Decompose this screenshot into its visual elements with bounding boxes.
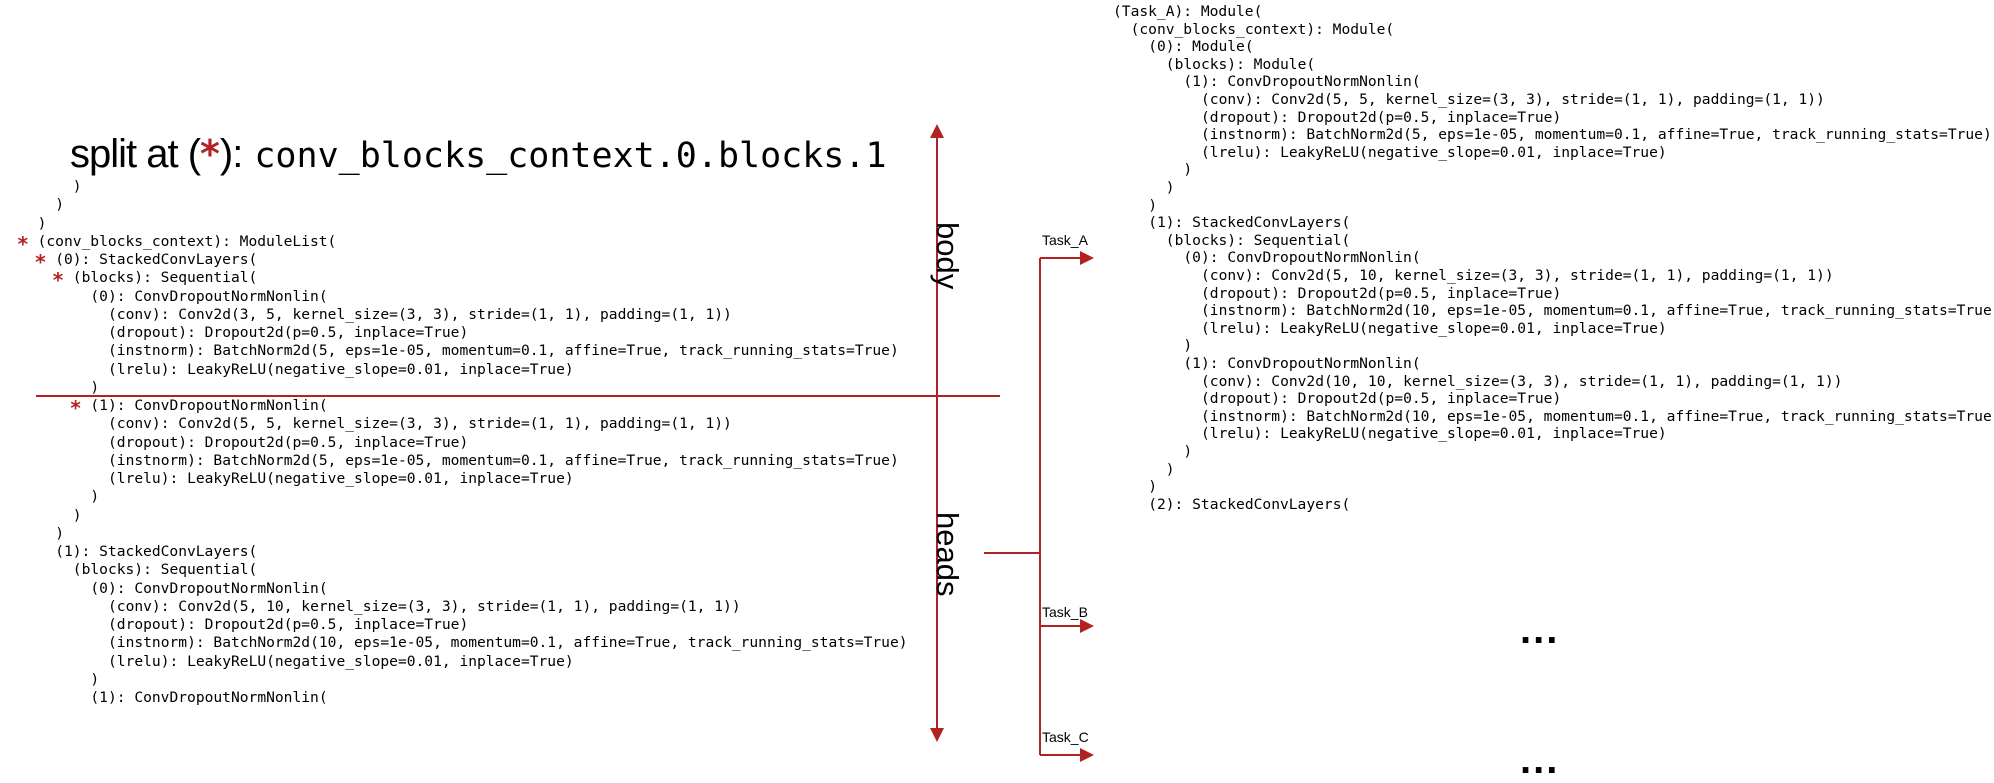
- code-line: (lrelu): LeakyReLU(negative_slope=0.01, …: [108, 470, 574, 487]
- code-line: (conv_blocks_context): Module(: [1130, 20, 1395, 38]
- split-marker-star: *: [52, 268, 64, 293]
- code-line: ): [90, 670, 100, 688]
- code-line: (0): ConvDropoutNormNonlin(: [90, 287, 328, 305]
- code-line: ): [1183, 337, 1193, 355]
- code-line: (blocks): Sequential(: [72, 561, 258, 579]
- task-c-label: Task_C: [1042, 729, 1089, 745]
- code-line: (0): Module(: [1148, 38, 1254, 56]
- split-marker-star: *: [35, 250, 46, 274]
- code-line: (1): StackedConvLayers(: [1148, 214, 1351, 232]
- code-line: ): [1183, 443, 1193, 460]
- code-line: ): [72, 178, 82, 195]
- code-line: (0): ConvDropoutNormNonlin(: [1183, 249, 1421, 267]
- code-line: (instnorm): BatchNorm2d(5, eps=1e-05, mo…: [1201, 126, 1992, 144]
- split-marker-star: *: [70, 396, 81, 420]
- code-line: ): [55, 524, 64, 542]
- code-line: ): [72, 506, 82, 524]
- code-line: (1): ConvDropoutNormNonlin(: [90, 397, 328, 414]
- code-line: (instnorm): BatchNorm2d(5, eps=1e-05, mo…: [108, 451, 899, 469]
- code-line: (1): ConvDropoutNormNonlin(: [1183, 73, 1421, 91]
- task-b-label: Task_B: [1042, 604, 1088, 620]
- code-line: (dropout): Dropout2d(p=0.5, inplace=True…: [1201, 284, 1562, 302]
- code-line: (2): StackedConvLayers(: [1148, 495, 1351, 513]
- code-line: (Task_A): Module(: [1113, 3, 1263, 20]
- code-line: (1): ConvDropoutNormNonlin(: [1183, 355, 1421, 372]
- code-line: (conv): Conv2d(5, 5, kernel_size=(3, 3),…: [108, 415, 732, 433]
- code-line: (conv): Conv2d(5, 10, kernel_size=(3, 3)…: [108, 597, 741, 615]
- split-title-prefix: split at (: [70, 132, 201, 176]
- body-label: body: [930, 222, 965, 290]
- code-line: (dropout): Dropout2d(p=0.5, inplace=True…: [108, 616, 469, 633]
- code-line: (lrelu): LeakyReLU(negative_slope=0.01, …: [1201, 319, 1667, 337]
- code-line: (1): ConvDropoutNormNonlin(: [90, 689, 328, 706]
- code-line: ): [1148, 196, 1157, 214]
- code-line: (conv): Conv2d(5, 5, kernel_size=(3, 3),…: [1201, 91, 1825, 108]
- code-line: ): [37, 214, 47, 232]
- split-title: split at (*): conv_blocks_context.0.block…: [70, 132, 887, 182]
- split-marker-star: *: [17, 231, 29, 256]
- code-line: (instnorm): BatchNorm2d(10, eps=1e-05, m…: [1201, 302, 1994, 320]
- code-line: (blocks): Module(: [1165, 55, 1316, 73]
- code-line: (dropout): Dropout2d(p=0.5, inplace=True…: [1201, 108, 1562, 126]
- code-line: (conv): Conv2d(10, 10, kernel_size=(3, 3…: [1201, 372, 1843, 390]
- task-c-ellipsis: ...: [1520, 738, 1560, 782]
- task-a-label: Task_A: [1042, 232, 1088, 248]
- code-line: ): [1183, 161, 1193, 179]
- code-line: (lrelu): LeakyReLU(negative_slope=0.01, …: [108, 360, 574, 378]
- code-line: (lrelu): LeakyReLU(negative_slope=0.01, …: [108, 652, 574, 670]
- code-line: ): [90, 488, 100, 506]
- code-line: (0): StackedConvLayers(: [55, 251, 258, 268]
- code-line: (instnorm): BatchNorm2d(10, eps=1e-05, m…: [1201, 407, 1994, 425]
- code-line: (0): ConvDropoutNormNonlin(: [90, 579, 328, 597]
- code-line: (1): StackedConvLayers(: [55, 543, 258, 560]
- code-line: (lrelu): LeakyReLU(negative_slope=0.01, …: [1201, 425, 1667, 443]
- code-line: (blocks): Sequential(: [72, 269, 258, 287]
- code-line: (conv): Conv2d(3, 5, kernel_size=(3, 3),…: [108, 305, 732, 323]
- code-line: ): [1165, 460, 1175, 478]
- split-title-star: *: [200, 132, 220, 176]
- code-line: ): [1148, 478, 1157, 496]
- code-line: (dropout): Dropout2d(p=0.5, inplace=True…: [108, 324, 469, 341]
- code-line: ): [55, 196, 64, 214]
- split-module-path: conv_blocks_context.0.blocks.1: [254, 136, 887, 176]
- code-line: (instnorm): BatchNorm2d(10, eps=1e-05, m…: [108, 634, 908, 652]
- code-line: ): [1165, 179, 1175, 196]
- code-line: (conv_blocks_context): ModuleList(: [37, 232, 337, 250]
- code-line: ): [90, 378, 100, 396]
- heads-label: heads: [930, 512, 965, 597]
- code-line: (instnorm): BatchNorm2d(5, eps=1e-05, mo…: [108, 342, 899, 360]
- code-line: (dropout): Dropout2d(p=0.5, inplace=True…: [108, 433, 469, 451]
- split-title-suffix: ):: [219, 132, 243, 176]
- code-line: (dropout): Dropout2d(p=0.5, inplace=True…: [1201, 390, 1562, 408]
- code-line: (blocks): Sequential(: [1165, 231, 1351, 249]
- task-b-ellipsis: ...: [1520, 608, 1560, 652]
- code-line: (conv): Conv2d(5, 10, kernel_size=(3, 3)…: [1201, 267, 1834, 284]
- code-line: (lrelu): LeakyReLU(negative_slope=0.01, …: [1201, 143, 1667, 161]
